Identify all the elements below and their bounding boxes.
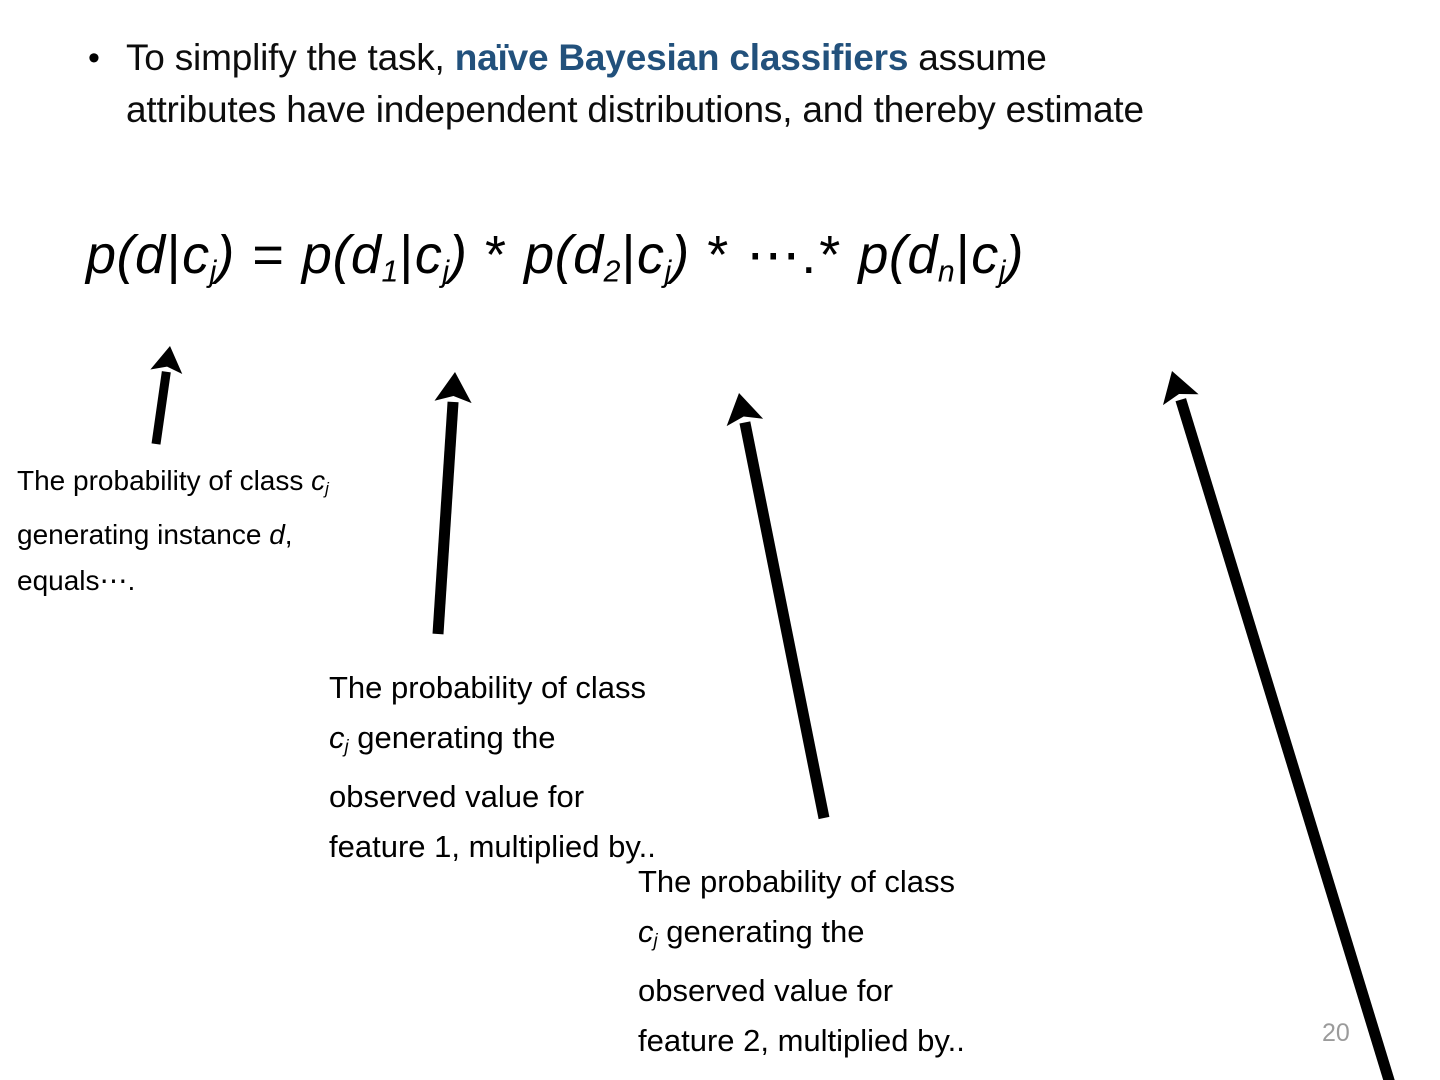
caption-2-var-c: cj bbox=[329, 720, 349, 757]
arrow-to-term-n-shaft bbox=[1175, 398, 1395, 1080]
formula-open-4: ( bbox=[888, 225, 908, 285]
formula-d-0: d bbox=[135, 225, 166, 285]
caption-3-sub-j: j bbox=[653, 929, 658, 951]
formula-sub-j-2: j bbox=[442, 255, 450, 289]
caption-2-line-2: cj generating the bbox=[329, 720, 556, 757]
bullet-dot-icon: • bbox=[88, 39, 100, 77]
formula-d-n: d bbox=[907, 225, 938, 285]
formula-d-1: d bbox=[350, 225, 382, 285]
arrow-to-lhs-shaft bbox=[151, 371, 171, 445]
formula-close-3: ) bbox=[671, 225, 690, 285]
caption-3-line-4: feature 2, multiplied by.. bbox=[638, 1022, 965, 1058]
formula-close-1: ) bbox=[216, 225, 235, 285]
formula-sub-1: 1 bbox=[381, 255, 399, 289]
bullet-row: • To simplify the task, naïve Bayesian c… bbox=[78, 32, 1388, 136]
caption-3-line-3: observed value for bbox=[638, 972, 894, 1008]
caption-3-var-c: cj bbox=[638, 914, 658, 951]
formula-term-1: p(d1|cj) bbox=[301, 225, 468, 289]
formula-times-3: * bbox=[819, 225, 841, 285]
formula-c-1: c bbox=[182, 225, 210, 285]
formula-open-2: ( bbox=[332, 225, 351, 285]
caption-1-line-2: generating instance d, bbox=[17, 519, 293, 551]
formula-sub-j-1: j bbox=[209, 255, 217, 289]
formula-bar-3: | bbox=[621, 225, 637, 285]
formula-close-4: ) bbox=[1005, 225, 1024, 285]
formula-p-3: p bbox=[524, 225, 555, 285]
formula-bar-2: | bbox=[399, 225, 414, 285]
formula-c-4: c bbox=[971, 225, 999, 285]
arrow-to-lhs bbox=[150, 346, 183, 445]
formula-c-2: c bbox=[414, 225, 443, 285]
formula-bar-1: | bbox=[166, 225, 182, 285]
bullet-text: To simplify the task, naïve Bayesian cla… bbox=[126, 32, 1388, 136]
formula-open-1: ( bbox=[116, 225, 136, 285]
bullet-text-post: assume bbox=[908, 37, 1047, 78]
formula-sub-2: 2 bbox=[603, 255, 621, 289]
formula-close-2: ) bbox=[449, 225, 468, 285]
formula-times-1: * bbox=[485, 225, 507, 285]
caption-1-sub-j: j bbox=[325, 479, 329, 499]
formula-ellipsis: ⋯. bbox=[746, 225, 818, 285]
formula-sub-j-4: j bbox=[998, 255, 1006, 289]
formula-lhs: p(d|cj) bbox=[86, 225, 235, 289]
formula-p-2: p bbox=[301, 225, 333, 285]
formula-sub-n: n bbox=[937, 255, 955, 289]
formula-term-2: p(d2|cj) bbox=[524, 225, 690, 289]
formula-p-1: p bbox=[86, 225, 117, 285]
formula-sub-j-3: j bbox=[664, 255, 672, 289]
caption-lhs: The probability of class cj generating i… bbox=[17, 458, 329, 604]
arrow-to-term-1-shaft bbox=[432, 401, 459, 635]
arrow-to-term-n-head bbox=[1162, 371, 1199, 406]
formula-equals: = bbox=[252, 225, 285, 285]
probability-formula: p(d|cj) = p(d1|cj) * p(d2|cj) * ⋯.* p(dn… bbox=[86, 216, 1024, 311]
caption-feature-1: The probability of class cj generating t… bbox=[329, 663, 656, 872]
bullet-text-line2: attributes have independent distribution… bbox=[126, 89, 1144, 130]
arrow-to-term-1 bbox=[432, 372, 472, 635]
formula-term-n: p(dn|cj) bbox=[858, 225, 1024, 289]
arrow-to-term-n bbox=[1162, 371, 1395, 1080]
caption-2-line-1: The probability of class bbox=[329, 670, 647, 705]
arrow-to-term-2 bbox=[726, 393, 830, 820]
arrow-to-term-2-shaft bbox=[739, 421, 830, 820]
arrow-to-term-2-head bbox=[726, 393, 764, 427]
caption-2-sub-j: j bbox=[344, 735, 349, 757]
caption-1-line-3: equals⋯. bbox=[17, 565, 136, 597]
caption-1-line-1: The probability of class cj bbox=[17, 465, 329, 499]
caption-3-line-1: The probability of class bbox=[638, 864, 956, 899]
caption-2-line-4: feature 1, multiplied by.. bbox=[329, 828, 656, 864]
caption-1-var-c: cj bbox=[311, 465, 329, 499]
formula-open-3: ( bbox=[554, 225, 574, 285]
formula-times-2: * bbox=[707, 225, 729, 285]
caption-3-line-2: cj generating the bbox=[638, 914, 865, 951]
formula-c-3: c bbox=[637, 225, 665, 285]
page-number: 20 bbox=[1322, 1019, 1350, 1047]
arrow-to-term-1-head bbox=[434, 372, 472, 404]
formula-d-2: d bbox=[573, 225, 604, 285]
bullet-text-highlight: naïve Bayesian classifiers bbox=[454, 37, 909, 78]
bullet-paragraph: • To simplify the task, naïve Bayesian c… bbox=[78, 32, 1388, 136]
bullet-text-pre: To simplify the task, bbox=[126, 37, 455, 78]
caption-1-var-d: d bbox=[269, 519, 285, 551]
formula-p-4: p bbox=[858, 225, 889, 285]
formula-bar-4: | bbox=[955, 225, 971, 285]
caption-2-line-3: observed value for bbox=[329, 778, 585, 814]
arrow-to-lhs-head bbox=[150, 346, 183, 375]
caption-feature-2: The probability of class cj generating t… bbox=[638, 857, 965, 1066]
